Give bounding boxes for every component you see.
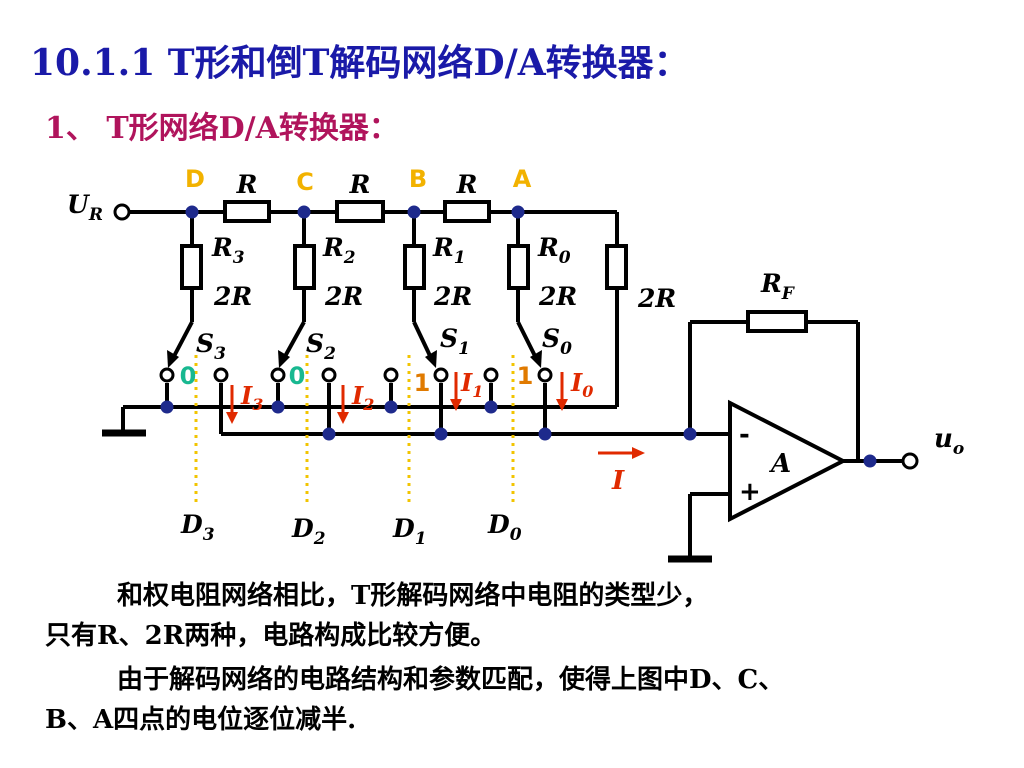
paragraph-line: 由于解码网络的电路结构和参数匹配，使得上图中D、C、 [117, 665, 785, 695]
node-label-c: C [296, 168, 314, 196]
paragraph-voltage-halving: 由于解码网络的电路结构和参数匹配，使得上图中D、C、 B、A四点的电位逐位减半. [45, 660, 1005, 740]
paragraph-line: 和权电阻网络相比，T形解码网络中电阻的类型少， [117, 581, 709, 611]
leg-resistor-label: R0 [537, 233, 571, 268]
current-arrows [226, 372, 645, 459]
output-terminal [901, 452, 919, 470]
section-subtitle: 1、 T形网络D/A转换器： [45, 111, 399, 146]
digital-input-label: D1 [392, 514, 427, 549]
series-resistor [335, 200, 385, 223]
node-label-b: B [409, 165, 427, 193]
junction-dots [160, 205, 877, 468]
branch-current-label: I1 [460, 368, 483, 401]
termination-resistor-value: 2R [637, 284, 676, 313]
leg-resistor-value: 2R [213, 282, 252, 311]
switch-state: 1 [414, 369, 431, 397]
series-resistor-label: R [236, 170, 258, 199]
input-terminal [113, 203, 131, 221]
switch-state: 0 [180, 362, 197, 390]
series-resistor [223, 200, 271, 223]
switch-state: 1 [517, 362, 534, 390]
switch-arrowheads [167, 350, 542, 368]
switch-label: S2 [306, 329, 336, 364]
paragraph-comparison: 和权电阻网络相比，T形解码网络中电阻的类型少， 只有R、2R两种，电路构成比较方… [45, 576, 1005, 656]
leg-3 [170, 212, 203, 361]
node-label-d: D [185, 165, 205, 193]
digital-input-label: D3 [180, 510, 215, 545]
paragraph-line: 只有R、2R两种，电路构成比较方便。 [45, 621, 497, 651]
opamp-plus-label: + [739, 477, 761, 507]
switch-label: S0 [542, 324, 572, 359]
leg-resistor-label: R3 [211, 233, 245, 268]
opamp-minus-label: - [739, 420, 750, 450]
opamp-label: A [768, 449, 791, 479]
branch-current-label: I0 [570, 368, 593, 401]
switch-label: S1 [440, 324, 470, 359]
branch-current-label: I2 [351, 381, 374, 414]
termination-resistor [605, 212, 628, 407]
leg-resistor-label: R2 [322, 233, 356, 268]
switch-label: S3 [196, 329, 226, 364]
digital-input-label: D0 [487, 510, 522, 545]
leg-resistor-value: 2R [324, 282, 363, 311]
switch-state: 0 [289, 362, 306, 390]
page-title: 10.1.1 T形和倒T解码网络D/A转换器： [30, 42, 690, 84]
leg-1 [403, 212, 434, 361]
leg-resistor-label: R1 [432, 233, 466, 268]
digital-input-guides [194, 355, 515, 505]
digital-input-label: D2 [291, 514, 326, 549]
series-resistor-label: R [456, 170, 478, 199]
total-current-label: I [611, 466, 625, 496]
series-resistor-label: R [349, 170, 371, 199]
series-resistor [443, 200, 491, 223]
leg-resistor-value: 2R [433, 282, 472, 311]
output-label: uo [934, 424, 964, 459]
leg-resistor-value: 2R [538, 282, 577, 311]
opamp-symbol [728, 399, 848, 523]
leg-0 [507, 212, 539, 361]
leg-2 [281, 212, 316, 361]
branch-current-label: I3 [240, 381, 263, 414]
paragraph-line: B、A四点的电位逐位减半. [45, 705, 357, 735]
node-label-a: A [513, 165, 532, 193]
feedback-resistor-label: RF [760, 269, 796, 304]
switch-contacts [159, 367, 553, 383]
input-voltage-label: UR [67, 190, 103, 225]
feedback-resistor [746, 310, 808, 333]
